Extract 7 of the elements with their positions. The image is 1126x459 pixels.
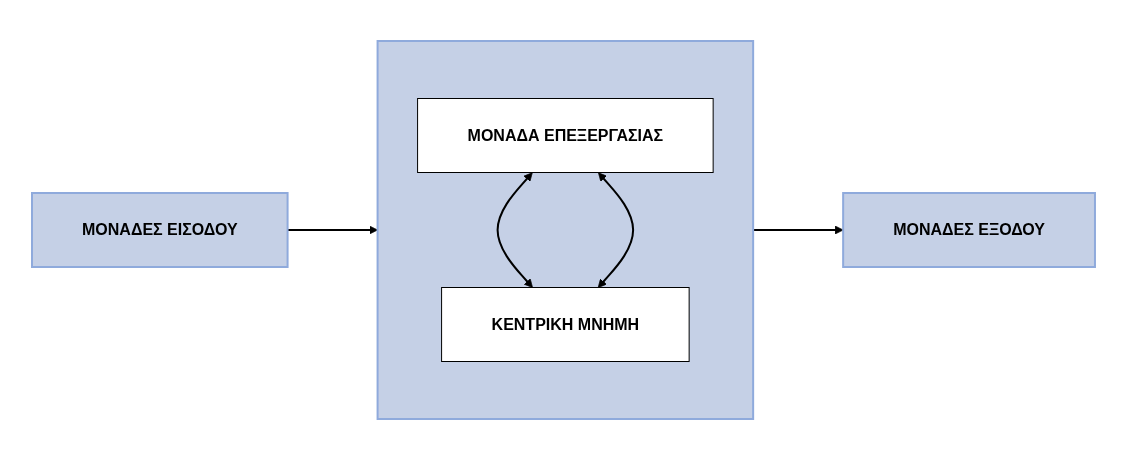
cluster	[376, 39, 754, 420]
node-box: ΜΟΝΑΔΑ ΕΠΕΞΕΡΓΑΣΙΑΣ	[416, 97, 714, 173]
node-box: ΜΟΝΑΔΕΣ ΕΙΣΟΔΟΥ	[30, 191, 289, 268]
arrow	[597, 171, 634, 288]
arrow	[496, 171, 533, 288]
node-box: ΚΕΝΤΡΙΚΗ ΜΝΗΜΗ	[440, 286, 690, 362]
node-box: ΜΟΝΑΔΕΣ ΕΞΟΔΟΥ	[841, 191, 1096, 268]
